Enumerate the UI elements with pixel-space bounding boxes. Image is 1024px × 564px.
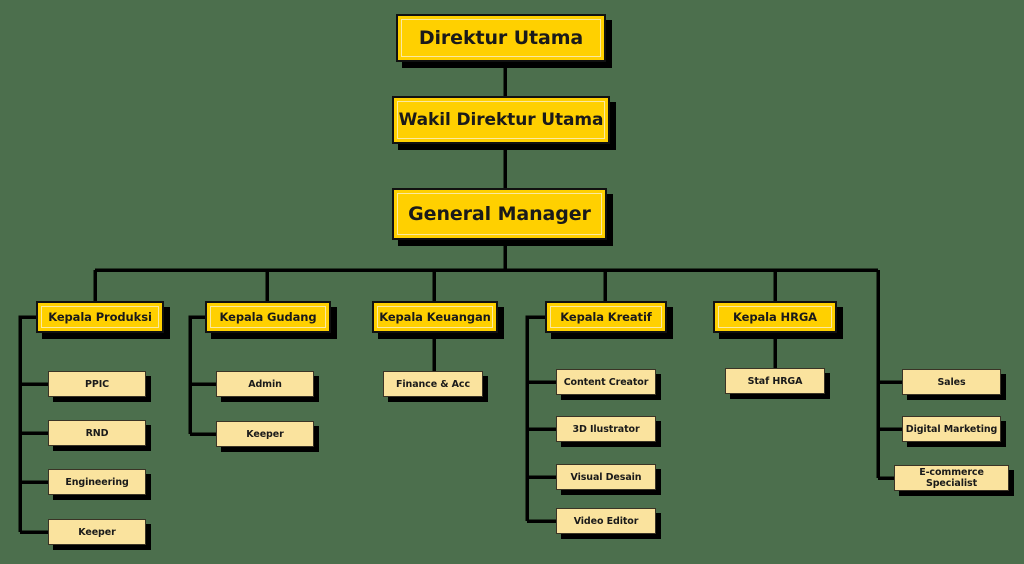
node-label: Kepala Produksi — [48, 310, 152, 324]
node-direktur-utama[interactable]: Direktur Utama — [396, 14, 606, 62]
node-label: Visual Desain — [570, 471, 642, 483]
node-visual-desain[interactable]: Visual Desain — [556, 464, 656, 490]
node-kepala-produksi[interactable]: Kepala Produksi — [36, 301, 164, 333]
node-label: Digital Marketing — [905, 423, 998, 435]
node-content-creator[interactable]: Content Creator — [556, 369, 656, 395]
node-kepala-hrga[interactable]: Kepala HRGA — [713, 301, 837, 333]
node-keeper-gudang[interactable]: Keeper — [216, 421, 314, 447]
node-sales[interactable]: Sales — [902, 369, 1001, 395]
node-label: Admin — [248, 378, 282, 390]
node-staf-hrga[interactable]: Staf HRGA — [725, 368, 825, 394]
node-label: Video Editor — [573, 515, 639, 527]
node-label: Engineering — [65, 476, 129, 488]
node-kepala-keuangan[interactable]: Kepala Keuangan — [372, 301, 498, 333]
node-video-editor[interactable]: Video Editor — [556, 508, 656, 534]
edge-kreatif-trunk — [525, 315, 545, 521]
node-label: Keeper — [78, 526, 116, 538]
edge-produksi-trunk — [18, 315, 36, 532]
node-3d-ilustrator[interactable]: 3D Ilustrator — [556, 416, 656, 442]
node-admin[interactable]: Admin — [216, 371, 314, 397]
node-label: Wakil Direktur Utama — [398, 110, 604, 130]
node-label: 3D Ilustrator — [572, 423, 640, 435]
node-label: Kepala Keuangan — [379, 310, 491, 324]
node-digital-marketing[interactable]: Digital Marketing — [902, 416, 1001, 442]
node-keeper-produksi[interactable]: Keeper — [48, 519, 146, 545]
node-engineering[interactable]: Engineering — [48, 469, 146, 495]
node-rnd[interactable]: RND — [48, 420, 146, 446]
node-label: Staf HRGA — [747, 375, 803, 387]
node-label: Finance & Acc — [396, 378, 470, 390]
node-label: Kepala HRGA — [733, 310, 817, 324]
node-finance-acc[interactable]: Finance & Acc — [383, 371, 483, 397]
node-label: Kepala Kreatif — [560, 310, 652, 324]
node-general-manager[interactable]: General Manager — [392, 188, 607, 240]
node-label: Kepala Gudang — [219, 310, 317, 324]
node-kepala-gudang[interactable]: Kepala Gudang — [205, 301, 331, 333]
node-label: PPIC — [84, 378, 110, 390]
node-label: General Manager — [408, 203, 591, 225]
node-label: RND — [85, 427, 109, 439]
node-label: Direktur Utama — [418, 27, 584, 49]
node-label: Sales — [937, 376, 966, 388]
node-ecommerce-specialist[interactable]: E-commerce Specialist — [894, 465, 1009, 491]
node-label: Content Creator — [563, 376, 649, 388]
edge-gudang-trunk — [188, 315, 205, 434]
node-label: Keeper — [246, 428, 284, 440]
node-kepala-kreatif[interactable]: Kepala Kreatif — [545, 301, 667, 333]
node-label: E-commerce Specialist — [919, 467, 984, 489]
node-wakil-direktur-utama[interactable]: Wakil Direktur Utama — [392, 96, 610, 144]
node-ppic[interactable]: PPIC — [48, 371, 146, 397]
